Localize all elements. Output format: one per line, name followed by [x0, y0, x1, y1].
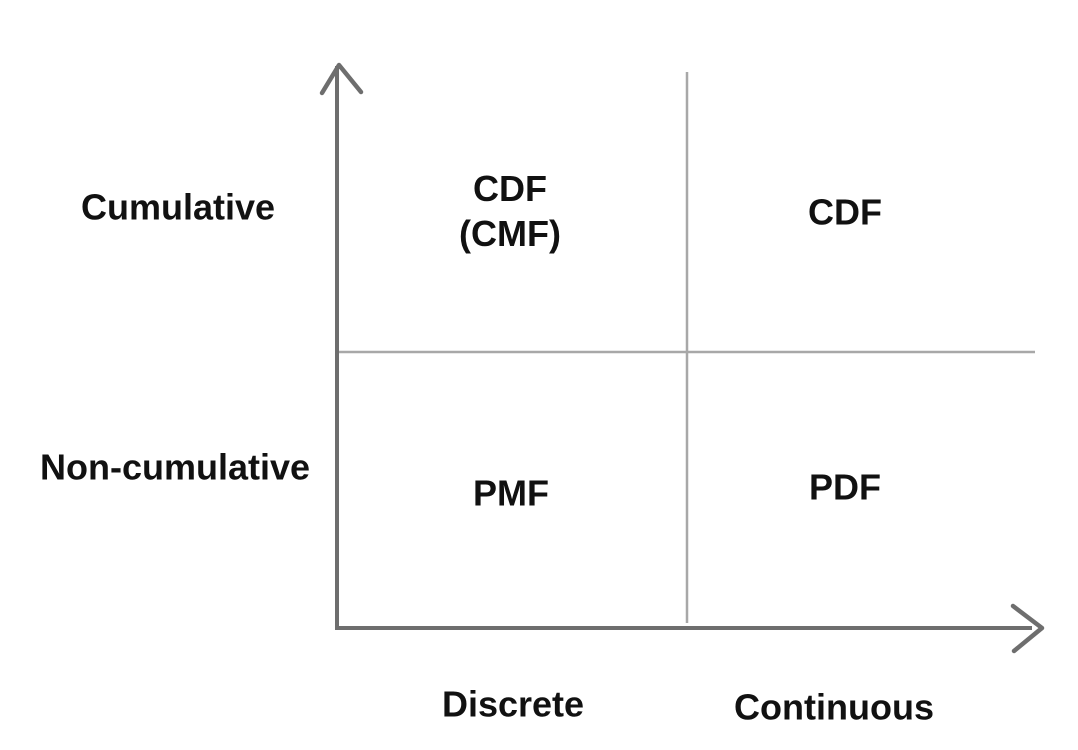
col-label-discrete: Discrete	[441, 683, 585, 725]
quadrant-label-top-right: CDF	[808, 191, 882, 233]
quadrant-label-bottom-right: PDF	[809, 466, 881, 508]
row-label-non-cumulative: Non-cumulative	[39, 446, 311, 488]
quadrant-label-top-left-line1: CDF	[472, 168, 547, 209]
row-label-cumulative: Cumulative	[80, 186, 276, 228]
x-axis-arrowhead-icon	[1010, 603, 1045, 654]
col-label-continuous: Continuous	[734, 686, 934, 728]
y-axis-arrowhead-icon	[319, 62, 364, 96]
quadrant-label-top-left: CDF (CMF)	[459, 166, 561, 256]
quadrant-label-top-left-line2: (CMF)	[459, 213, 561, 254]
quadrant-label-bottom-left: PMF	[473, 472, 549, 514]
